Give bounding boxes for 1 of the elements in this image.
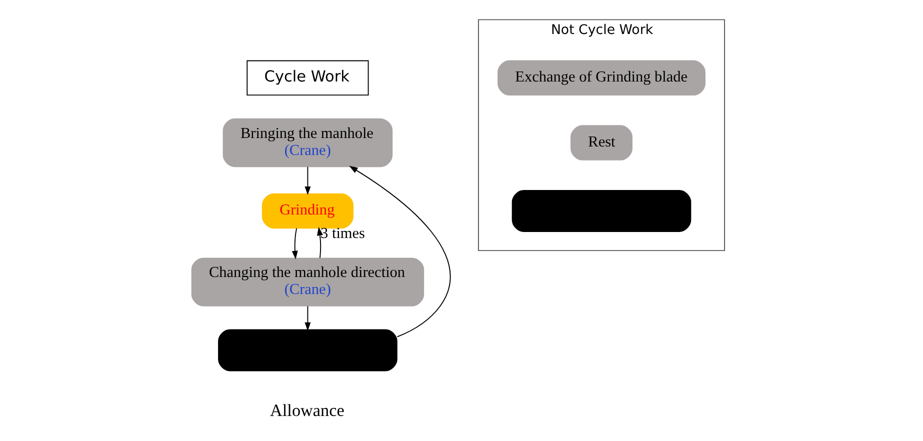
label: Allowance [270,400,344,420]
